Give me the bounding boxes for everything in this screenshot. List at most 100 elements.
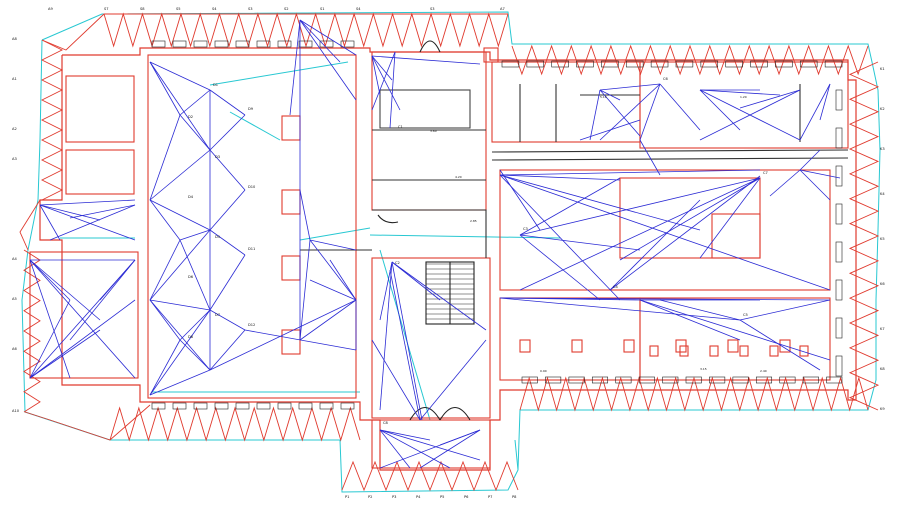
station-label: P4 [416,495,421,499]
survey-line [379,429,431,441]
room-outline [29,251,139,379]
survey-line [29,259,71,301]
window-right-bottom [568,376,585,384]
survey-line [179,239,211,311]
survey-line [209,149,246,191]
station-label: K8 [880,367,885,371]
dimension-label: 3.60 [430,129,437,133]
survey-line [179,229,211,241]
interior-label: D11 [248,247,255,251]
window-right-top [700,60,719,68]
survey-lines [29,19,841,469]
corner-triangle [24,404,151,441]
survey-line [99,259,136,301]
survey-line [419,339,487,421]
survey-line [659,83,701,131]
interior-label: C3 [523,227,528,231]
survey-line [619,177,761,261]
survey-line [371,55,381,96]
room-outline [499,169,831,291]
survey-line [379,261,393,411]
room-outlines [281,47,849,469]
survey-line [389,269,421,421]
survey-line [149,149,211,201]
traverse-segment [369,234,561,239]
room-outline [711,213,761,259]
survey-line [299,19,357,101]
window-right-bottom [615,376,632,384]
survey-line [149,309,211,396]
survey-line [371,55,401,111]
centre-bottom-band [341,460,519,492]
survey-line [39,204,101,221]
survey-line [499,297,831,301]
survey-line [371,51,396,111]
survey-line [391,261,441,301]
station-label: K2 [880,107,885,111]
room-outline [65,75,135,143]
door-arc [439,406,471,421]
window-bottom [277,402,292,410]
survey-line [519,234,641,251]
room-notch [675,339,687,353]
left-upper-band [40,39,64,201]
interior-label: C6 [663,77,669,81]
interior-label: D9 [248,107,254,111]
station-label: A10 [12,409,20,413]
window-right-top [501,60,520,68]
survey-line [49,204,136,241]
window-bottom [319,402,334,410]
interior-label: C7 [763,171,768,175]
station-label: A8 [12,37,17,41]
station-label: A6 [12,347,17,351]
window-top [235,40,250,48]
outer-wall [39,47,857,471]
survey-line [499,174,701,231]
window-top [172,40,187,48]
interior-label: C2 [395,261,400,265]
station-label: P2 [368,495,372,499]
interior-label: C8 [383,421,389,425]
interior-label: D10 [248,185,256,189]
station-label: S5 [176,7,181,11]
station-label: S7 [104,7,109,11]
survey-line [499,169,541,231]
interior-label: D3 [215,155,220,159]
survey-line [609,175,761,291]
station-label: K5 [880,237,885,241]
survey-line [599,83,661,91]
window-right-top [725,60,743,68]
window-right-bottom [732,376,749,384]
survey-line [379,429,481,461]
survey-line [149,239,181,301]
window-top [340,40,355,48]
survey-line [179,339,211,371]
survey-line [179,309,211,341]
pillar [281,189,301,215]
window-right-top [824,60,843,68]
station-label: K4 [880,192,885,196]
room-outline [639,61,849,149]
station-label: P5 [440,495,444,499]
survey-line [299,299,357,341]
survey-line [371,339,421,421]
station-label: K7 [880,327,885,331]
window-bottom [193,402,208,410]
survey-line [639,299,741,341]
survey-line [699,177,761,259]
station-label: S4 [212,7,217,11]
survey-line [439,429,481,446]
survey-line [29,299,71,379]
window-right-top [675,60,694,68]
traverse-segment [229,111,281,141]
window-bottom [256,402,271,410]
interior-label: C4 [613,285,619,289]
room-notch [769,345,779,357]
room-outline [371,51,487,211]
survey-line [299,239,311,341]
survey-line [299,189,311,241]
room-outline [371,257,491,419]
survey-line [149,369,211,396]
stairwell [377,40,475,421]
window-side [835,203,843,225]
